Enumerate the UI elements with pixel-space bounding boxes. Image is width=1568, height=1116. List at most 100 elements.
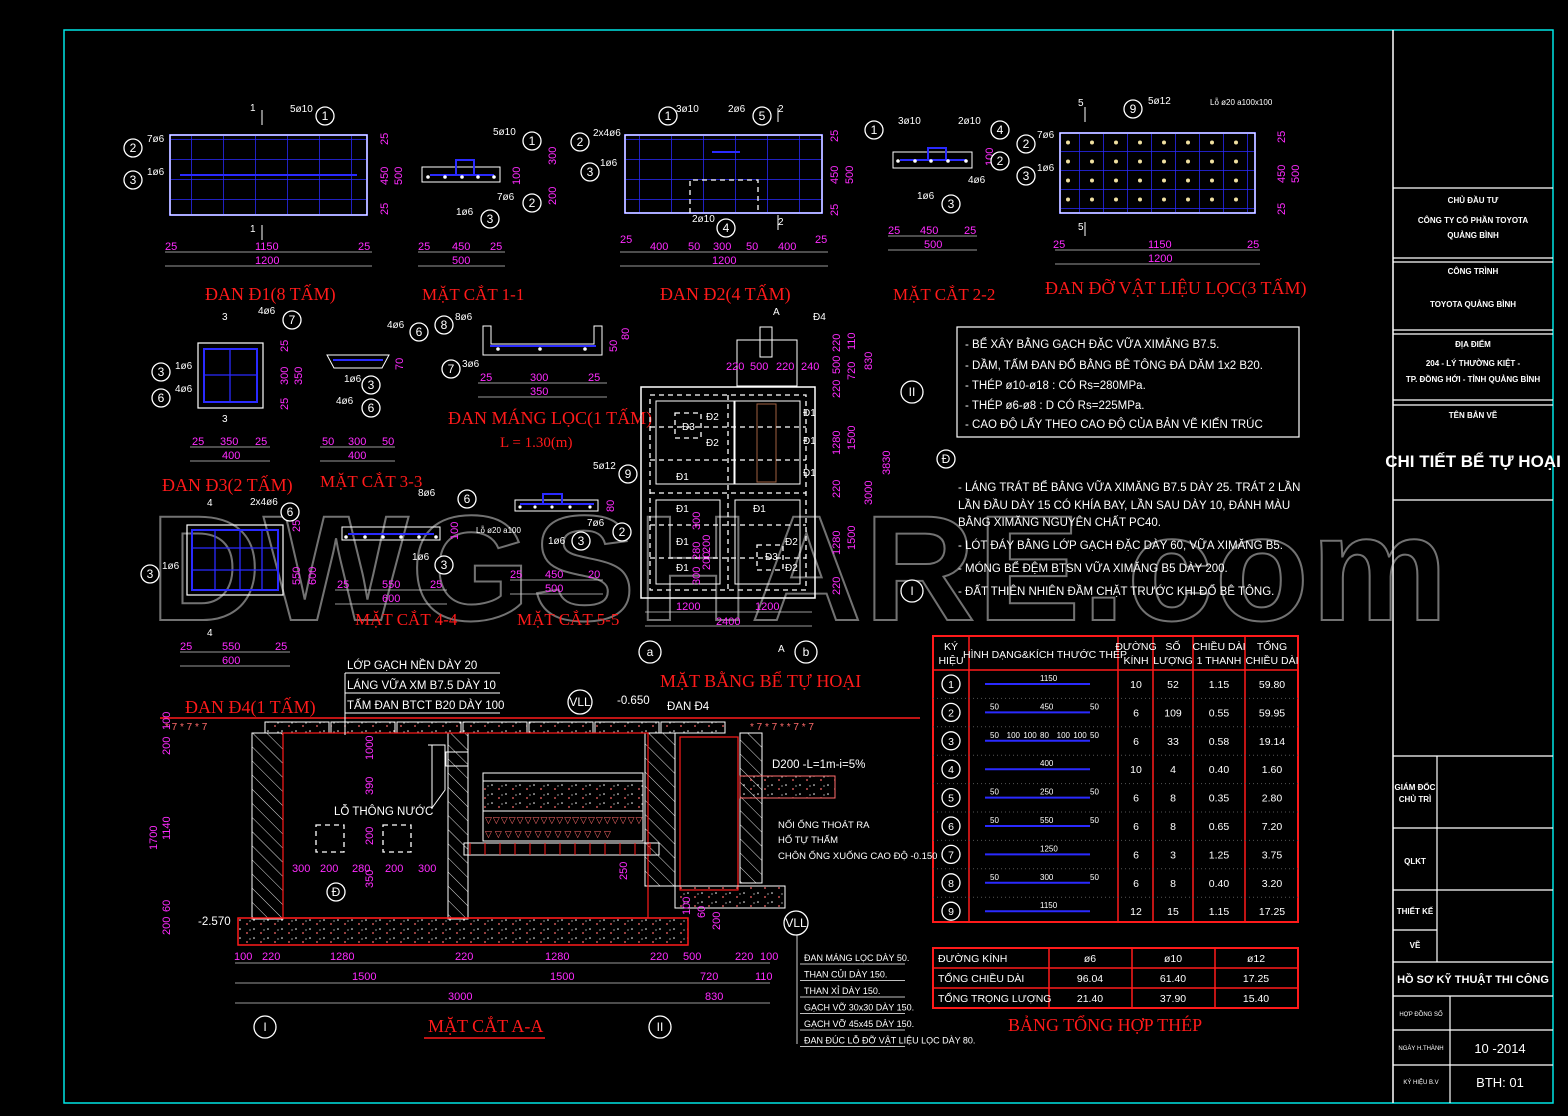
dim-text: 1500 bbox=[846, 526, 858, 550]
title-block: CHỦ ĐẦU TƯ CÔNG TY CỔ PHẦN TOYOTA QUẢNG … bbox=[1385, 187, 1561, 1103]
dim-text: 25 bbox=[379, 203, 391, 215]
role-drafter: VẼ bbox=[1410, 941, 1421, 950]
summary-cell: TỔNG CHIỀU DÀI bbox=[938, 972, 1024, 985]
plan-label: Đ1 bbox=[803, 468, 816, 479]
outlet-note: CHÔN ỐNG XUỐNG CAO ĐỘ -0.150 bbox=[778, 850, 937, 862]
dim-text: 25 bbox=[291, 520, 303, 532]
diameter: 10 bbox=[1130, 764, 1142, 776]
shape-dim: 80 bbox=[1040, 731, 1049, 740]
mark-bubble: 8 bbox=[434, 315, 454, 335]
bubble-label: 2 bbox=[997, 154, 1004, 168]
mark-bubble: 2 bbox=[123, 138, 143, 158]
quantity: 15 bbox=[1167, 906, 1179, 918]
mark-bubble: 3 bbox=[151, 362, 171, 382]
bar-label: 2ø6 bbox=[728, 104, 746, 115]
cut-mark: 4 bbox=[207, 628, 213, 639]
cut-mark: 2 bbox=[778, 104, 784, 115]
bar-label: 7ø6 bbox=[497, 192, 515, 203]
dim-text: 25 bbox=[379, 133, 391, 145]
bubble-label: 2 bbox=[619, 525, 626, 539]
bubble-label: 2 bbox=[529, 196, 536, 210]
bar-mark: 7 bbox=[948, 849, 954, 861]
layer-note: TẤM ĐAN BTCT B20 DÀY 100 bbox=[347, 699, 504, 712]
bubble-label: 3 bbox=[147, 567, 154, 581]
axis-bubble-b: b bbox=[794, 640, 818, 664]
steel-table-title: BẢNG TỔNG HỢP THÉP bbox=[1008, 1014, 1202, 1035]
dim-text: 1140 bbox=[161, 816, 173, 840]
dim-text: 25 bbox=[1276, 203, 1288, 215]
quantity: 4 bbox=[1170, 764, 1176, 776]
unit-length: 0.65 bbox=[1209, 821, 1230, 833]
dim-text: 25 bbox=[490, 241, 502, 253]
dim-text: 200 bbox=[161, 737, 173, 755]
bar-label: 1ø6 bbox=[344, 374, 362, 385]
bubble-label: 3 bbox=[587, 165, 594, 179]
axis-bubble-II: II bbox=[648, 1015, 672, 1039]
quantity: 52 bbox=[1167, 679, 1179, 691]
mark-bubble: 2 bbox=[990, 151, 1010, 171]
section-a-a: * 7 * 7 * 7* 7 * 7 * * 7 * 7 ▽▽▽▽▽▽▽▽▽▽▽… bbox=[148, 659, 975, 1047]
bubble-label: 3 bbox=[368, 378, 375, 392]
dim-text: 500 bbox=[831, 356, 843, 374]
dim-text: 550 bbox=[291, 567, 303, 585]
dim-text: 450 bbox=[1276, 165, 1288, 183]
shape-dim: 300 bbox=[1040, 873, 1054, 882]
dim-text: 1150 bbox=[1148, 239, 1172, 251]
mark-bubble: 6 bbox=[457, 489, 477, 509]
diameter: 6 bbox=[1133, 821, 1139, 833]
note-line: - MÓNG BỂ ĐỆM BTSN VỮA XIMĂNG B5 DÀY 200… bbox=[958, 562, 1228, 575]
shape-dim: 50 bbox=[1090, 788, 1099, 797]
dim-text: 25 bbox=[1276, 131, 1288, 143]
unit-length: 1.25 bbox=[1209, 849, 1230, 861]
dim-text: 500 bbox=[683, 951, 701, 963]
completion-date: 10 -2014 bbox=[1474, 1041, 1525, 1056]
column-header: HIỆU bbox=[938, 654, 963, 667]
bubble-label: 5 bbox=[759, 109, 766, 123]
drawing-name: CHI TIẾT BỂ TỰ HOẠI bbox=[1385, 452, 1561, 471]
shape-dim: 250 bbox=[1040, 788, 1054, 797]
bubble-label: I bbox=[910, 584, 913, 598]
dim-text: 300 bbox=[418, 863, 436, 875]
unit-length: 0.40 bbox=[1209, 764, 1230, 776]
level-top: -0.650 bbox=[617, 695, 650, 707]
role-chief: CHỦ TRÌ bbox=[1399, 795, 1431, 804]
dim-text: 25 bbox=[620, 234, 632, 246]
shape-dim: 1150 bbox=[1040, 901, 1058, 910]
layer-note: LÁNG VỮA XM B7.5 DÀY 10 bbox=[347, 679, 496, 692]
plan-label: Đ2 bbox=[706, 438, 719, 449]
plan-label: Đ2 bbox=[785, 563, 798, 574]
column-header: CHIỀU DÀI bbox=[1245, 654, 1298, 667]
bar-label: 5ø10 bbox=[493, 127, 516, 138]
bubble-label: 4 bbox=[723, 221, 730, 235]
column-header: CHIỀU DÀI bbox=[1192, 640, 1245, 653]
summary-cell: 96.04 bbox=[1077, 973, 1103, 985]
mark-bubble: 3 bbox=[123, 170, 143, 190]
dim-text: 70 bbox=[394, 358, 406, 370]
date-label: NGÀY H.THÀNH bbox=[1398, 1045, 1443, 1052]
plan-label: Đ1 bbox=[803, 436, 816, 447]
bar-label: 1ø6 bbox=[600, 158, 618, 169]
bubble-label: 7 bbox=[289, 313, 296, 327]
svg-text:* 7 * 7 * * 7 * 7: * 7 * 7 * * 7 * 7 bbox=[750, 722, 814, 733]
dim-text: 300 bbox=[348, 436, 366, 448]
column-header: KÝ bbox=[944, 640, 958, 653]
dim-text: 200 bbox=[161, 917, 173, 935]
shape-dim: 50 bbox=[1090, 702, 1099, 711]
bubble-label: 3 bbox=[948, 197, 955, 211]
level-bottom: -2.570 bbox=[198, 916, 231, 928]
bubble-label: 9 bbox=[1130, 102, 1137, 116]
dim-text: 350 bbox=[293, 367, 305, 385]
plan-label: Đ1 bbox=[803, 408, 816, 419]
slab-d2-title: ĐAN Đ2(4 TẤM) bbox=[660, 283, 791, 305]
bubble-label: II bbox=[657, 1020, 664, 1034]
bar-label: 2x4ø6 bbox=[593, 128, 621, 139]
cover-slab bbox=[660, 721, 726, 734]
bar-mark: 8 bbox=[948, 878, 954, 890]
bubble-label: 4 bbox=[997, 123, 1004, 137]
